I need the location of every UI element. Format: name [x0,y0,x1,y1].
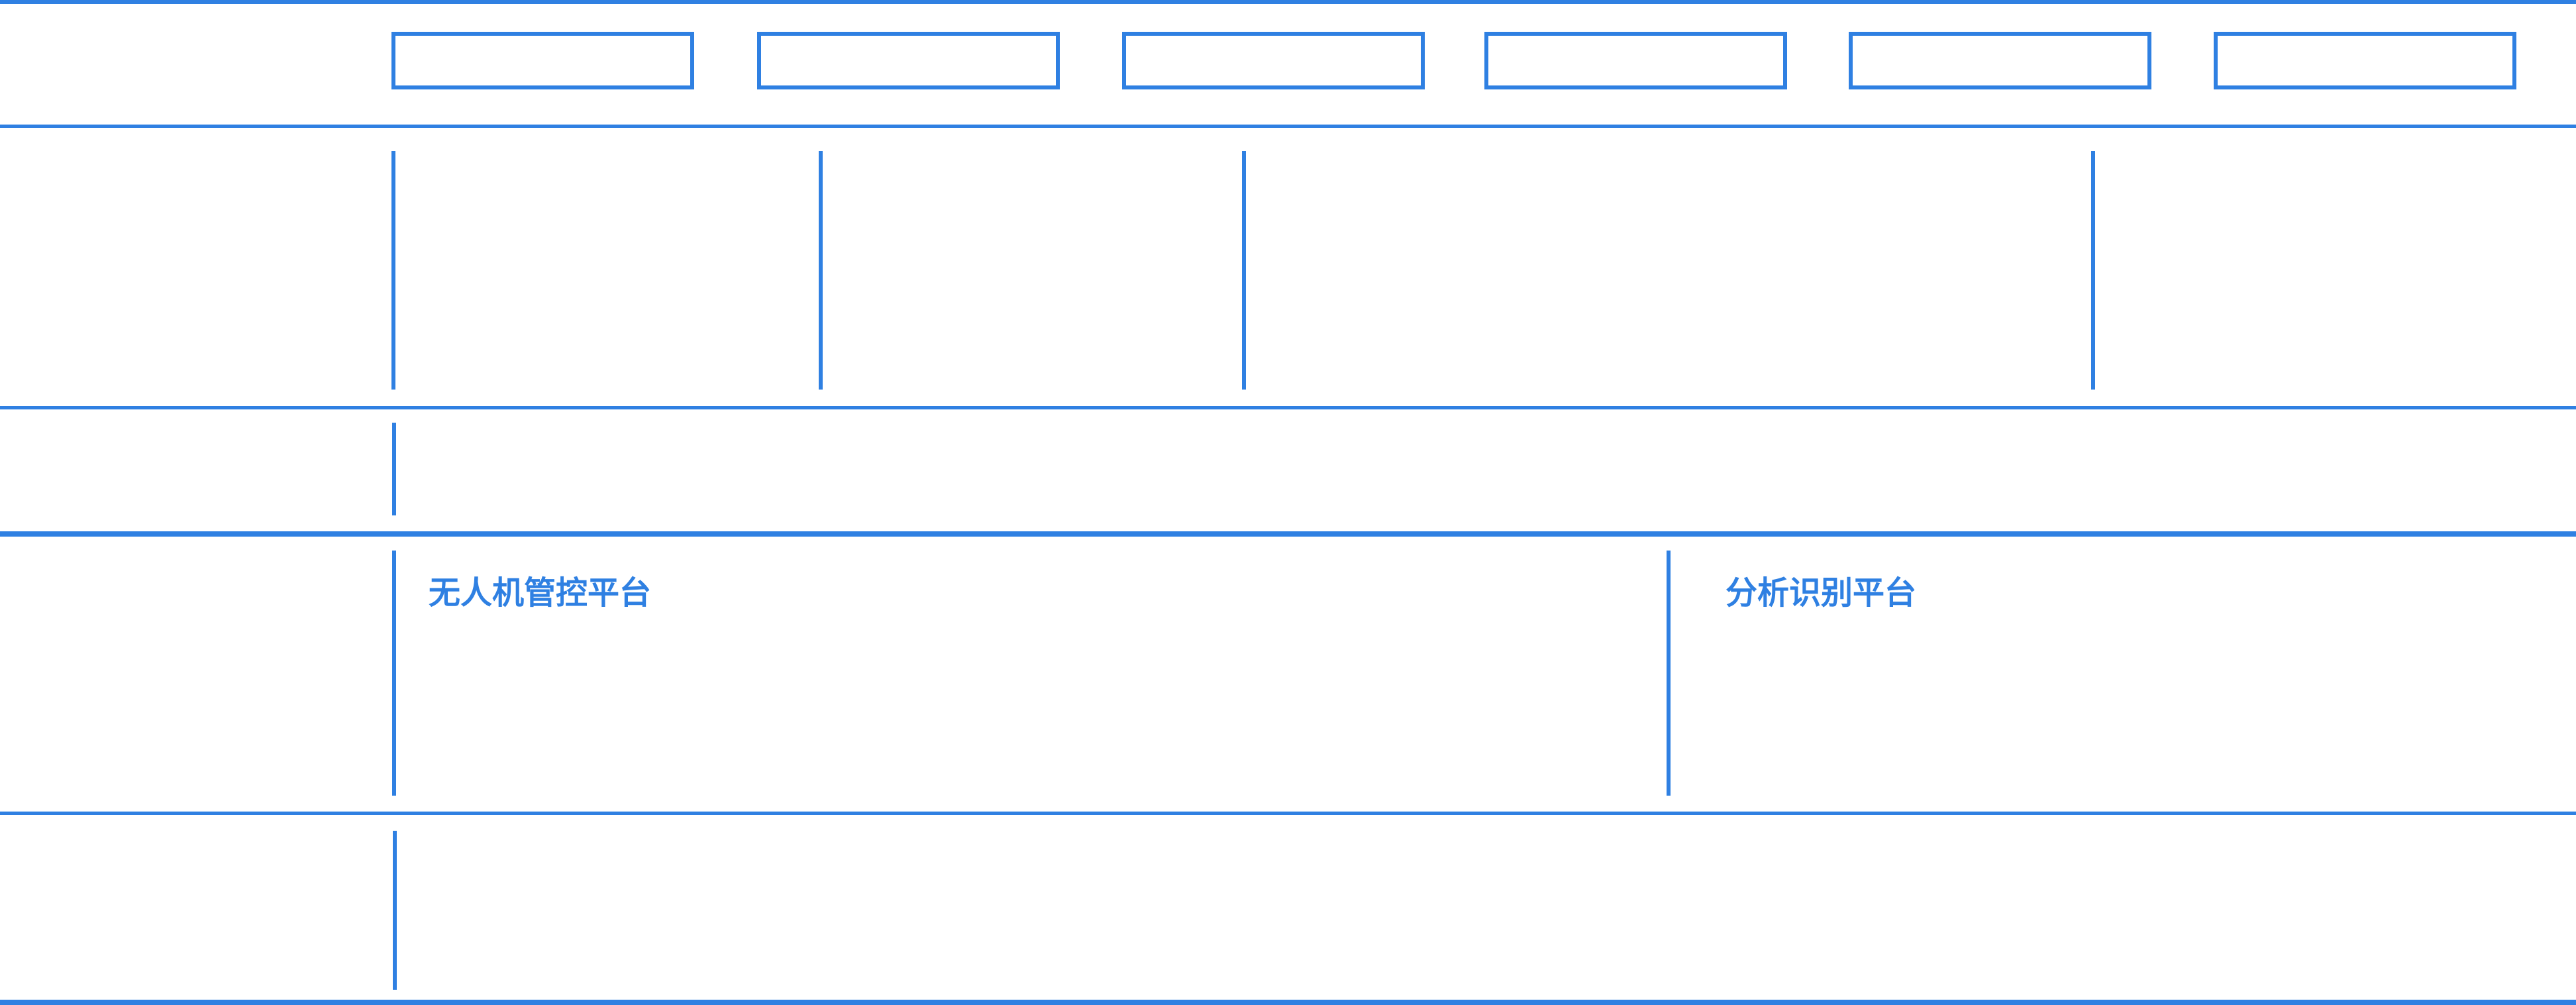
header-divider-line [0,125,2576,128]
row1-column-divider-2 [819,151,823,390]
platform-label-uav-control[interactable]: 无人机管控平台 [429,576,652,611]
row1-column-divider-3 [1242,151,1246,390]
row1-bottom-divider-line [0,406,2576,409]
row1-column-divider-1 [391,151,395,390]
nav-placeholder-box-1[interactable] [391,32,694,89]
top-border-bar [0,0,2576,4]
row2-bottom-divider-line [0,531,2576,537]
row3-column-divider-1 [392,551,396,796]
row1-column-divider-4 [2091,151,2095,390]
nav-placeholder-box-3[interactable] [1122,32,1425,89]
nav-placeholder-box-4[interactable] [1484,32,1787,89]
row3-bottom-divider-line [0,812,2576,815]
nav-placeholder-box-6[interactable] [2214,32,2516,89]
platform-label-analysis-recognition[interactable]: 分析识别平台 [1726,576,1917,611]
nav-placeholder-box-2[interactable] [757,32,1060,89]
nav-placeholder-box-5[interactable] [1849,32,2151,89]
row2-column-divider [392,423,396,515]
row4-column-divider [393,831,397,990]
bottom-border-bar [0,1000,2576,1005]
row3-column-divider-2 [1667,551,1671,796]
